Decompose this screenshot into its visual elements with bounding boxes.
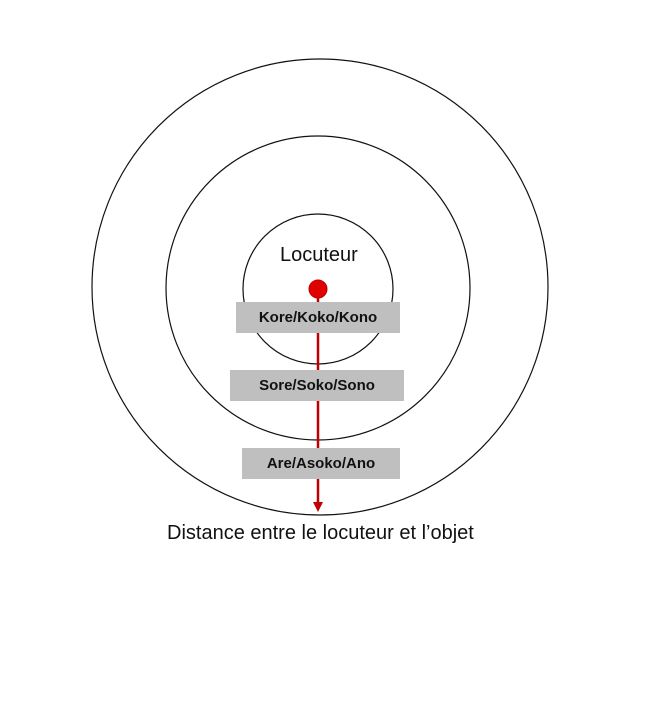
zone-label-distal: Are/Asoko/Ano	[242, 448, 400, 479]
speaker-label: Locuteur	[280, 244, 358, 266]
distance-caption: Distance entre le locuteur et l’objet	[167, 522, 474, 544]
distance-arrowhead	[313, 502, 323, 512]
speaker-dot	[308, 279, 328, 299]
outer-circle	[91, 58, 549, 516]
zone-label-medial: Sore/Soko/Sono	[230, 370, 404, 401]
zone-label-proximal: Kore/Koko/Kono	[236, 302, 400, 333]
